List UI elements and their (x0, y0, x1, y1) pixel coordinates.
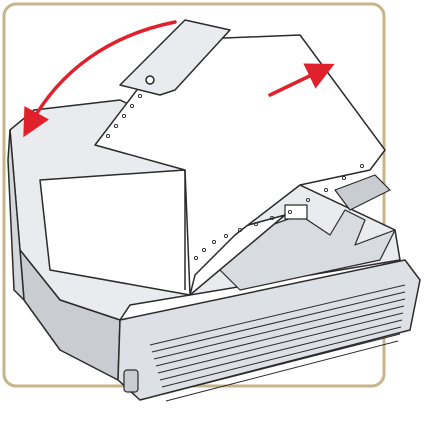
front-grille (149, 284, 406, 402)
close-cover-arrow (23, 20, 177, 138)
latch (123, 369, 139, 393)
feed-paper-arrow (268, 63, 335, 97)
top-cover (119, 19, 231, 96)
inner-mechanism (199, 174, 396, 291)
fanfold-paper (39, 34, 386, 296)
